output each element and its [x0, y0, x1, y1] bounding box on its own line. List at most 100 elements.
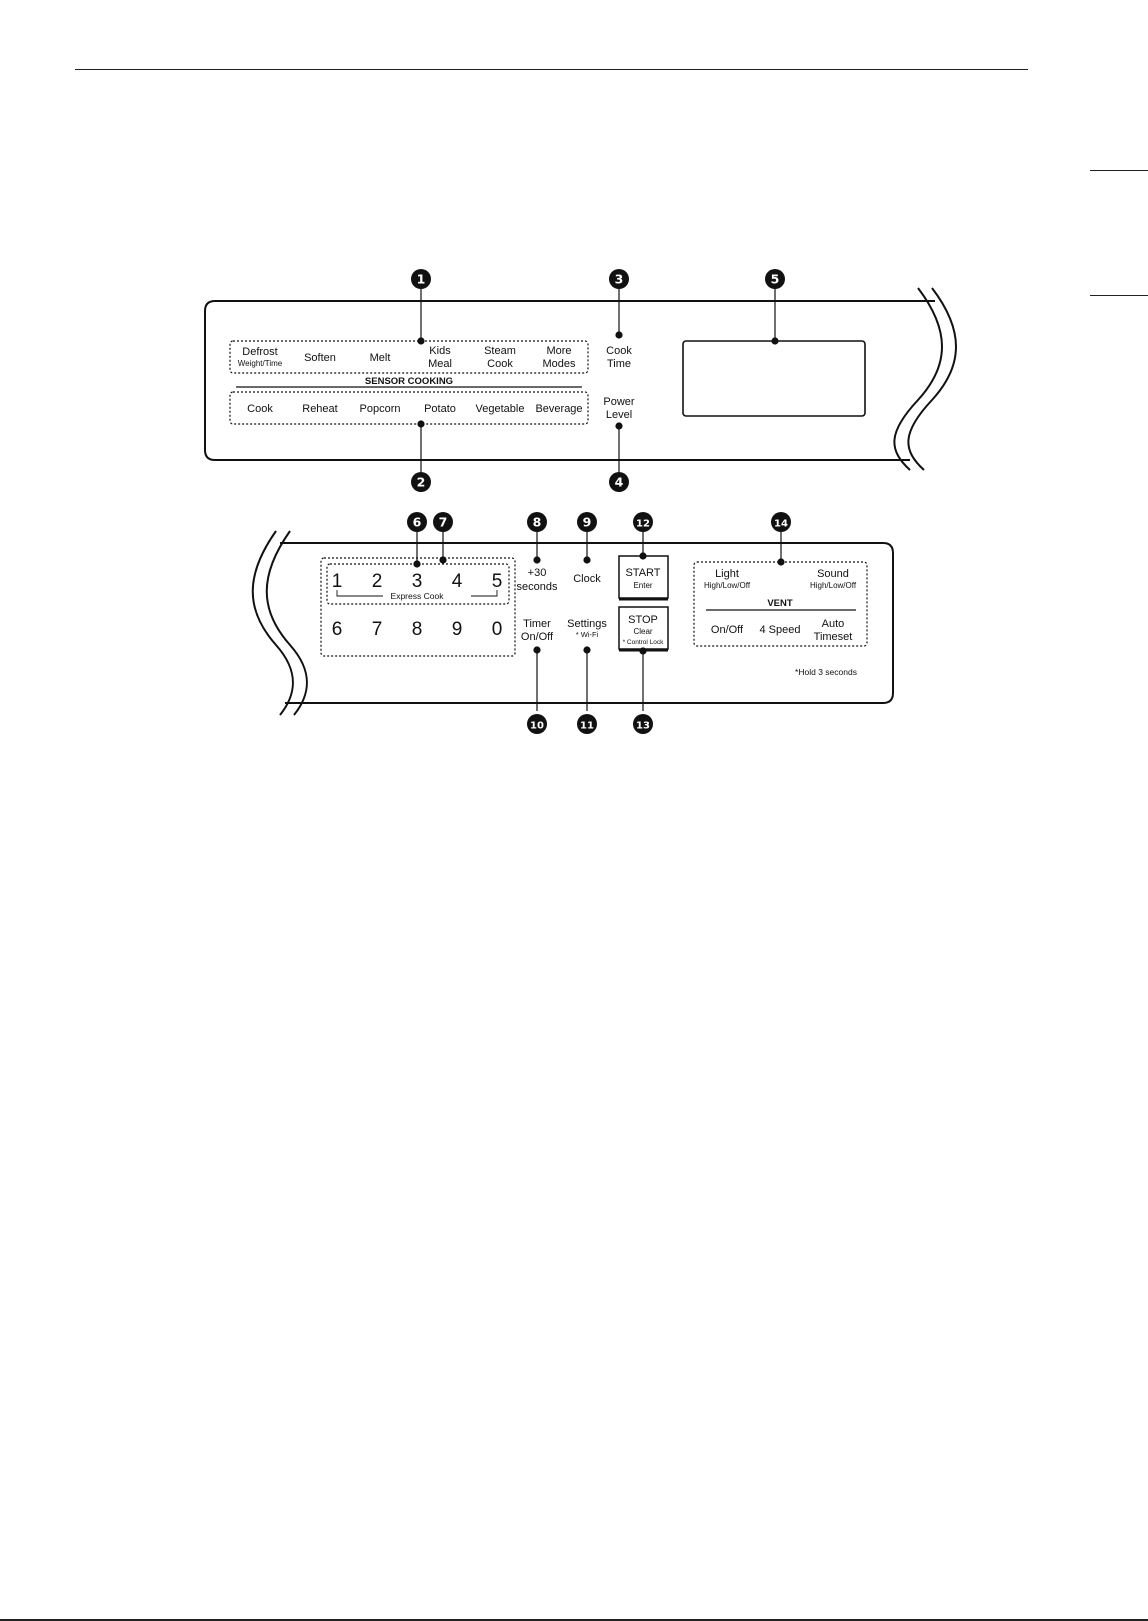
timer-label-1[interactable]: Timer [523, 618, 551, 630]
express-bracket-right [471, 590, 498, 597]
callout-number: 2 [417, 475, 426, 490]
edge-tab-rule-1 [1090, 170, 1148, 171]
vent-button-label[interactable]: 4 Speed [760, 624, 801, 636]
callout-circle [527, 714, 547, 734]
number-key[interactable]: 7 [372, 619, 383, 640]
mode-button-label-2[interactable]: Modes [542, 358, 576, 370]
sensor-group-border [229, 391, 589, 425]
callout-circle [407, 512, 427, 532]
callout-circle [411, 472, 431, 492]
sensor-cooking-label: SENSOR COOKING [365, 376, 453, 387]
callout-circle [577, 512, 597, 532]
callout-11: 11 [577, 714, 597, 734]
upper-break-line-2 [907, 287, 957, 471]
sensor-button-label[interactable]: Potato [424, 403, 456, 415]
plus30-label-1[interactable]: +30 [528, 567, 547, 579]
lower-panel: 1 2 3 4 5 6 7 8 9 0 Express Cook +30 seconds Clo… [251, 530, 894, 716]
lower-panel-outline [280, 542, 894, 704]
sound-sub-label: High/Low/Off [810, 581, 857, 590]
express-cook-label: Express Cook [391, 591, 445, 601]
plus30-label-2[interactable]: seconds [517, 581, 558, 593]
callout-9: 9 [577, 512, 597, 532]
mode-button-label-2[interactable]: Cook [487, 358, 513, 370]
page-bottom-rule [0, 1619, 1148, 1621]
callout-number: 7 [439, 515, 448, 530]
mode-button-label[interactable]: Defrost [242, 346, 277, 358]
mode-button-label[interactable]: Steam [484, 345, 516, 357]
callout-circle [633, 714, 653, 734]
power-level-label-1[interactable]: Power [603, 396, 635, 408]
sound-label[interactable]: Sound [817, 568, 849, 580]
callout-6: 6 [407, 512, 427, 532]
display-window [682, 340, 866, 417]
number-key[interactable]: 5 [492, 571, 503, 592]
clear-label: Clear [633, 627, 652, 636]
callout-number: 5 [771, 272, 780, 287]
callout-circle [411, 269, 431, 289]
upper-break-line-1 [893, 287, 943, 471]
wifi-label: * Wi-Fi [576, 630, 599, 639]
clock-label[interactable]: Clock [573, 573, 601, 585]
hold-note: *Hold 3 seconds [795, 667, 857, 677]
number-key[interactable]: 9 [452, 619, 463, 640]
cook-time-label-2[interactable]: Time [607, 358, 631, 370]
settings-label[interactable]: Settings [567, 618, 607, 630]
callout-number: 14 [774, 519, 788, 530]
mode-button-label[interactable]: Soften [304, 352, 336, 364]
number-key[interactable]: 4 [452, 571, 463, 592]
vent-button-label[interactable]: On/Off [711, 624, 744, 636]
mode-button-label[interactable]: Melt [370, 352, 391, 364]
number-key[interactable]: 6 [332, 619, 343, 640]
cook-time-label-1[interactable]: Cook [606, 345, 632, 357]
keypad-bottom-row: 6 7 8 9 0 [332, 619, 503, 640]
timer-label-2[interactable]: On/Off [521, 631, 554, 643]
callout-4: 4 [609, 472, 629, 492]
vent-button-label[interactable]: Auto [822, 618, 845, 630]
callout-number: 1 [417, 272, 426, 287]
number-key[interactable]: 0 [492, 619, 503, 640]
sensor-button-label[interactable]: Cook [247, 403, 273, 415]
upper-panel-outline [204, 300, 935, 461]
number-key[interactable]: 8 [412, 619, 423, 640]
number-key[interactable]: 2 [372, 571, 383, 592]
mode-button-label[interactable]: Kids [429, 345, 451, 357]
callout-circle [577, 714, 597, 734]
sensor-button-label[interactable]: Popcorn [360, 403, 401, 415]
page-top-rule [75, 69, 1028, 70]
stop-label[interactable]: STOP [628, 614, 658, 626]
number-key[interactable]: 1 [332, 571, 343, 592]
callout-circle [609, 269, 629, 289]
callout-3: 3 [609, 269, 629, 289]
callout-number: 12 [636, 519, 650, 530]
edge-tab-rule-2 [1090, 295, 1148, 296]
mode-button-label[interactable]: More [546, 345, 571, 357]
mode-group-border [229, 340, 589, 374]
callout-8: 8 [527, 512, 547, 532]
express-bracket-left [336, 590, 383, 597]
vent-button-label-2[interactable]: Timeset [814, 631, 853, 643]
callout-number: 3 [615, 272, 624, 287]
power-level-label-2[interactable]: Level [606, 409, 632, 421]
sensor-row: Cook Reheat Popcorn Potato Vegetable Beverage [247, 403, 582, 415]
vent-label: VENT [767, 598, 793, 609]
sensor-button-label[interactable]: Vegetable [476, 403, 525, 415]
callout-circle [633, 512, 653, 532]
callout-2: 2 [411, 472, 431, 492]
callout-5: 5 [765, 269, 785, 289]
callout-circle [771, 512, 791, 532]
callout-13: 13 [633, 714, 653, 734]
callout-number: 10 [530, 721, 544, 732]
sensor-button-label[interactable]: Beverage [535, 403, 582, 415]
start-label[interactable]: START [625, 567, 660, 579]
control-lock-label: * Control Lock [623, 639, 665, 646]
light-sub-label: High/Low/Off [704, 581, 751, 590]
lower-break-line-2 [265, 530, 308, 716]
light-label[interactable]: Light [715, 568, 739, 580]
mode-button-label-2[interactable]: Meal [428, 358, 452, 370]
number-key[interactable]: 3 [412, 571, 423, 592]
sensor-button-label[interactable]: Reheat [302, 403, 337, 415]
